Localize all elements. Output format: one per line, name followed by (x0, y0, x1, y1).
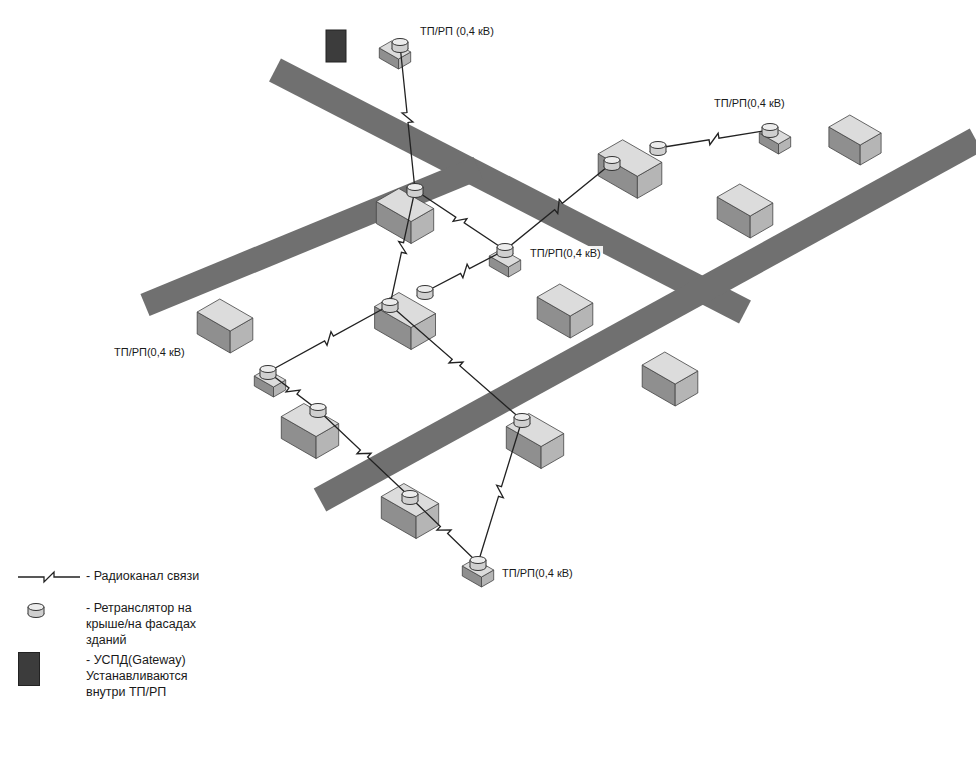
building (717, 184, 773, 238)
radio-link (410, 497, 478, 563)
radio-link (318, 410, 410, 497)
legend-sample (14, 600, 86, 625)
radio-link (425, 250, 505, 292)
building (642, 352, 698, 406)
substation-label: ТП/РП (0,4 кВ) (418, 24, 496, 38)
substation-label: ТП/РП(0,4 кВ) (528, 246, 603, 260)
radio-link (268, 305, 390, 372)
radio-link (478, 420, 522, 563)
repeater (402, 491, 418, 505)
legend-sample (14, 652, 86, 686)
repeater (392, 39, 408, 53)
legend-repeater-sample (14, 600, 84, 622)
repeater (407, 184, 423, 198)
building (254, 369, 285, 397)
building (381, 484, 438, 539)
building (375, 293, 436, 350)
building (829, 115, 881, 165)
legend-text: - Радиоканал связи (86, 568, 214, 584)
radio-link (505, 163, 612, 250)
node-text: ТП/РП(0,4 кВ) (114, 346, 185, 358)
legend-radio-sample (14, 568, 84, 586)
repeater (650, 142, 666, 156)
legend-item: - УСПД(Gateway) Устанавливаются внутри Т… (14, 652, 214, 700)
legend-item: - Радиоканал связи (14, 568, 214, 589)
radio-links (268, 45, 770, 563)
radio-link (390, 305, 522, 420)
road (275, 70, 745, 312)
substation-label: ТП/РП(0,4 кВ) (112, 345, 187, 359)
radio-link (658, 130, 770, 148)
legend-text: - УСПД(Gateway) Устанавливаются внутри Т… (86, 652, 214, 700)
road (320, 140, 976, 500)
substation-label: ТП/РП(0,4 кВ) (500, 566, 575, 580)
repeater (382, 299, 398, 313)
repeater (762, 124, 778, 138)
repeater (260, 366, 276, 380)
radio-link (415, 190, 505, 250)
repeater (514, 414, 530, 428)
node-text: ТП/РП(0,4 кВ) (714, 97, 785, 109)
repeaters (260, 39, 778, 571)
building (197, 299, 253, 353)
repeater (604, 157, 620, 171)
radio-link (390, 190, 415, 305)
substation-label: ТП/РП(0,4 кВ) (712, 96, 787, 110)
roads (145, 70, 976, 500)
gateway-swatch (18, 652, 40, 686)
legend-text: - Ретранслятор на крыше/на фасадах здани… (86, 600, 214, 648)
repeater (417, 286, 433, 300)
radio-link (400, 45, 415, 190)
repeater (310, 404, 326, 418)
node-text: ТП/РП (0,4 кВ) (420, 25, 494, 37)
repeater (497, 244, 513, 258)
repeater (28, 604, 44, 618)
repeater (470, 557, 486, 571)
building (537, 284, 593, 338)
node-text: ТП/РП(0,4 кВ) (502, 567, 573, 579)
buildings (197, 41, 881, 587)
gateway-icon (326, 30, 346, 62)
legend-sample (14, 568, 86, 589)
legend-item: - Ретранслятор на крыше/на фасадах здани… (14, 600, 214, 648)
node-text: ТП/РП(0,4 кВ) (530, 247, 601, 259)
building (281, 404, 338, 459)
road (145, 168, 478, 305)
